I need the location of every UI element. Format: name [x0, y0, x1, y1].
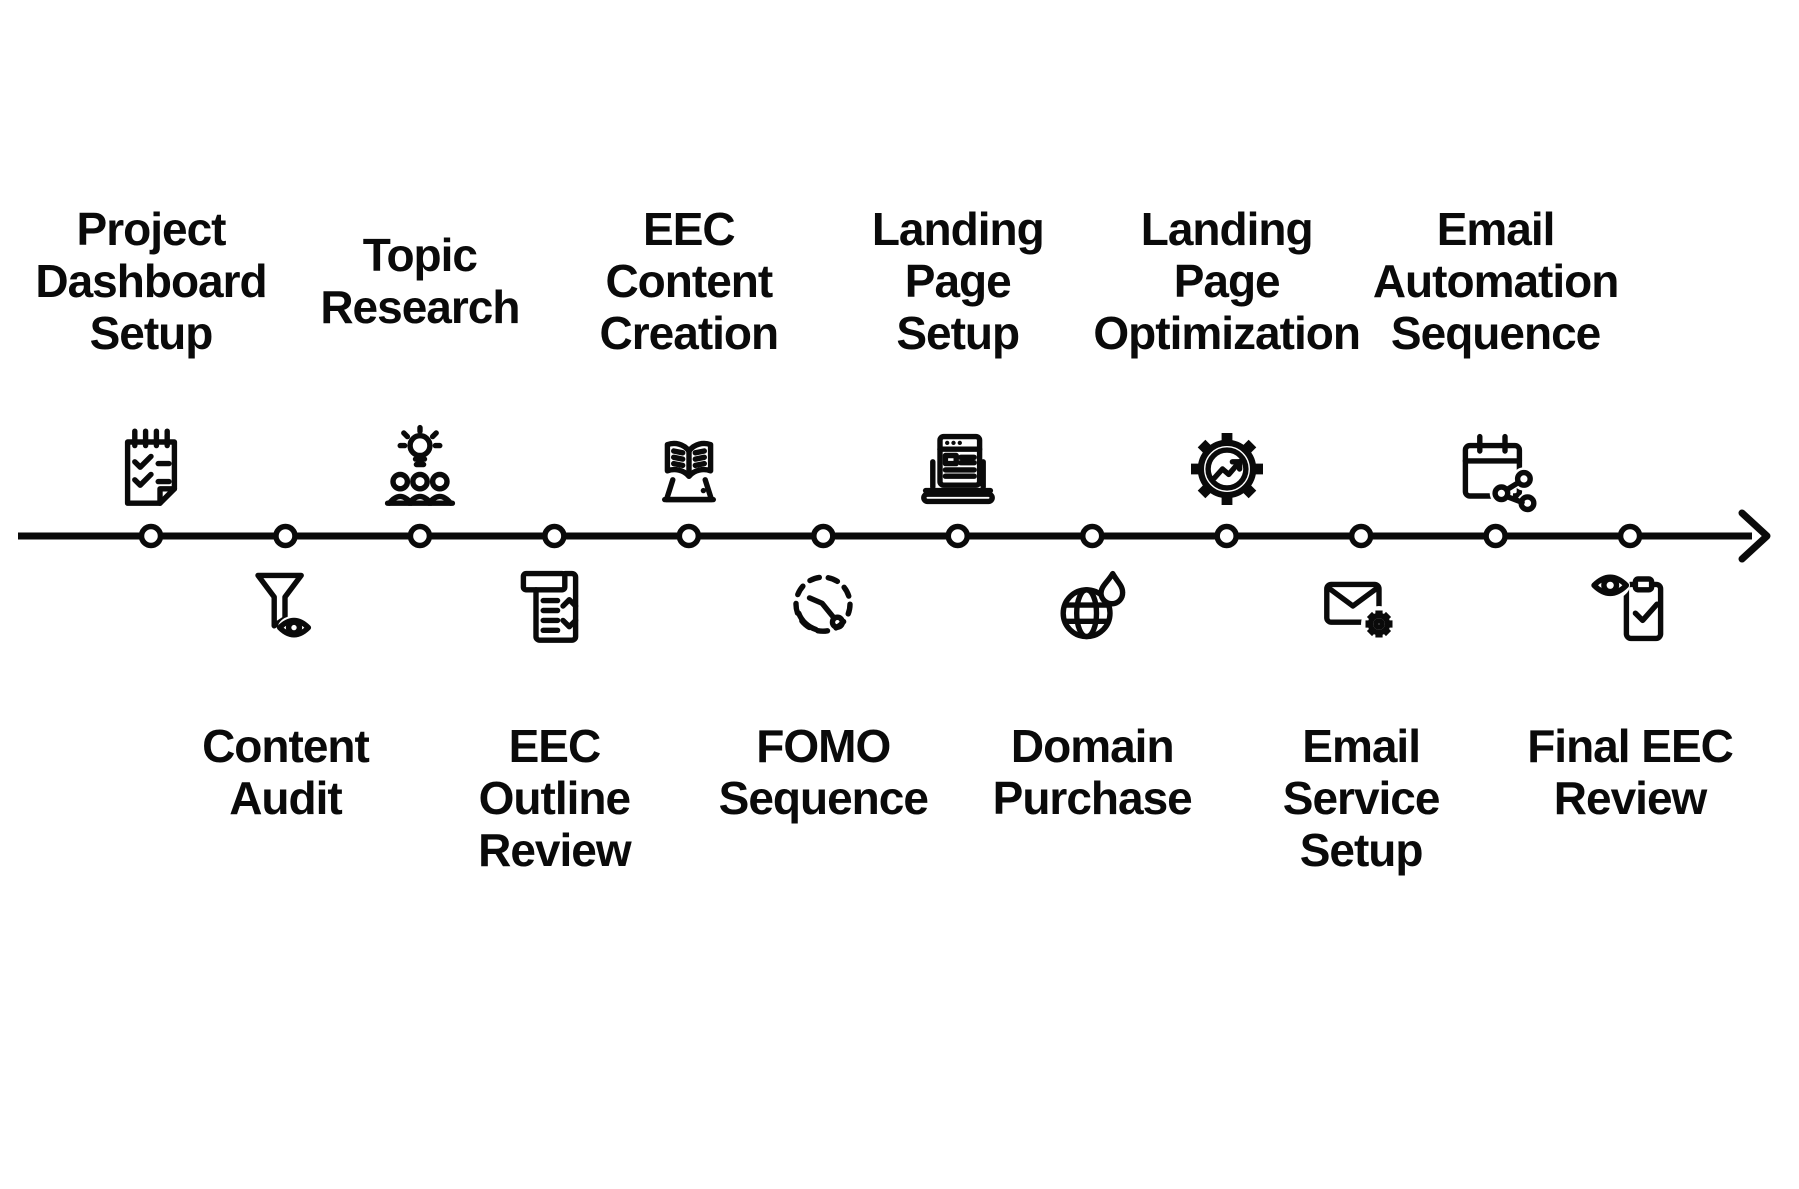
milestone-label-line: Content	[605, 255, 773, 307]
arrow-right-icon	[1738, 509, 1771, 563]
milestone-label-line: Creation	[599, 307, 780, 359]
milestone-label-line: Sequence	[718, 772, 929, 824]
milestone-label-line: Content	[202, 720, 370, 772]
milestone-label-line: Project	[76, 203, 227, 255]
open-book-icon	[641, 421, 737, 517]
milestone-label-line: Page	[1173, 255, 1281, 307]
notepad-checklist-icon	[103, 421, 199, 517]
milestone-label-line: Sequence	[1390, 307, 1601, 359]
milestone-label-line: Research	[320, 281, 520, 333]
timeline-node	[1348, 523, 1374, 549]
milestone-label-line: Audit	[229, 772, 343, 824]
milestone-label-line: Purchase	[992, 772, 1193, 824]
email-gear-icon	[1313, 558, 1409, 654]
milestone-label-line: Review	[1553, 772, 1708, 824]
calendar-share-icon	[1448, 421, 1544, 517]
timeline-node	[138, 523, 164, 549]
milestone-label-line: Outline	[478, 772, 631, 824]
milestone-label-line: Email	[1436, 203, 1556, 255]
eye-clipboard-icon	[1582, 558, 1678, 654]
timeline-node	[407, 523, 433, 549]
timeline-node	[542, 523, 567, 549]
milestone-label-line: Setup	[896, 307, 1020, 359]
milestone-label-line: EEC	[643, 203, 736, 255]
idea-team-icon	[372, 421, 468, 517]
milestone-label-line: Automation	[1372, 255, 1620, 307]
timeline-node	[1617, 523, 1643, 549]
milestone-label-line: Topic	[362, 229, 478, 281]
milestone-label-line: Landing	[871, 203, 1045, 255]
timeline-node	[1483, 523, 1508, 549]
timeline-node	[273, 523, 298, 549]
milestone-label-line: Review	[478, 824, 632, 876]
gear-analytics-icon	[1179, 421, 1275, 517]
webpage-browser-icon	[910, 421, 1006, 517]
milestone-label-line: Page	[904, 255, 1012, 307]
timeline-node	[945, 523, 971, 549]
milestone-label-line: FOMO	[756, 720, 891, 772]
timeline-node	[676, 523, 702, 549]
milestone-label-line: Domain	[1010, 720, 1175, 772]
milestone-label-line: Final EEC	[1527, 720, 1734, 772]
timeline-node	[1079, 523, 1105, 549]
milestone-label-line: EEC	[508, 720, 602, 772]
globe-flame-icon	[1044, 558, 1140, 654]
milestone-label-line: Setup	[89, 307, 214, 359]
milestone-label-line: Email	[1302, 720, 1421, 772]
milestone-label-line: Landing	[1140, 203, 1314, 255]
milestone-label-line: Dashboard	[35, 255, 267, 307]
countdown-clock-icon	[775, 558, 871, 654]
outline-document-icon	[506, 558, 602, 654]
timeline-node	[1214, 523, 1239, 549]
milestone-label-line: Optimization	[1093, 307, 1361, 359]
timeline-node	[811, 523, 836, 549]
milestone-label-line: Setup	[1299, 824, 1424, 876]
funnel-eye-icon	[237, 558, 333, 654]
milestone-label-line: Service	[1282, 772, 1441, 824]
